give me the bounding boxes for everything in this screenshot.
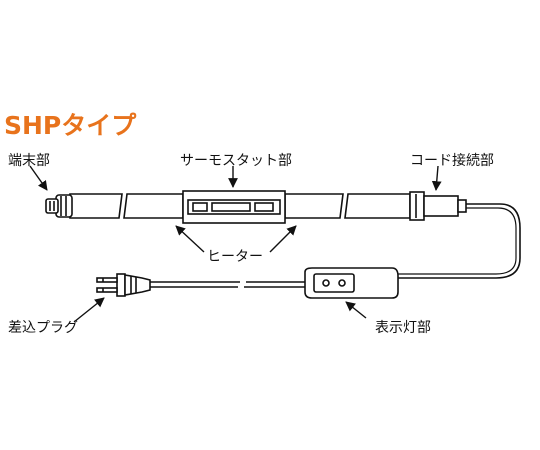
indicator-label: 表示灯部 <box>375 320 431 336</box>
heater-arrow-left <box>175 225 205 253</box>
heater-tube <box>69 193 411 219</box>
power-cord-inner <box>396 207 517 275</box>
tip-end-label: 端末部 <box>8 153 50 169</box>
thermostat-box <box>182 190 286 224</box>
plug-label: 差込プラグ <box>8 320 78 336</box>
plug-arrow <box>73 297 105 323</box>
heater-arrow-right <box>269 225 297 253</box>
plug <box>96 273 151 297</box>
tip-end-cap <box>45 194 73 218</box>
cord-connection-label: コード接続部 <box>410 153 494 169</box>
indicator-lamp-2 <box>338 279 346 287</box>
indicator-lamp-1 <box>322 279 330 287</box>
thermostat-label: サーモスタット部 <box>180 153 292 169</box>
tip-end-arrow <box>29 165 48 191</box>
cord-connection-arrow <box>431 165 442 191</box>
heater-label: ヒーター <box>207 249 263 265</box>
cord-connector <box>409 191 467 221</box>
leader-arrows <box>29 165 442 323</box>
indicator-box <box>304 267 399 299</box>
plug-cord <box>150 281 305 288</box>
indicator-arrow <box>345 301 367 319</box>
power-cord <box>396 203 521 279</box>
diagram-title: SHPタイプ <box>4 111 137 140</box>
